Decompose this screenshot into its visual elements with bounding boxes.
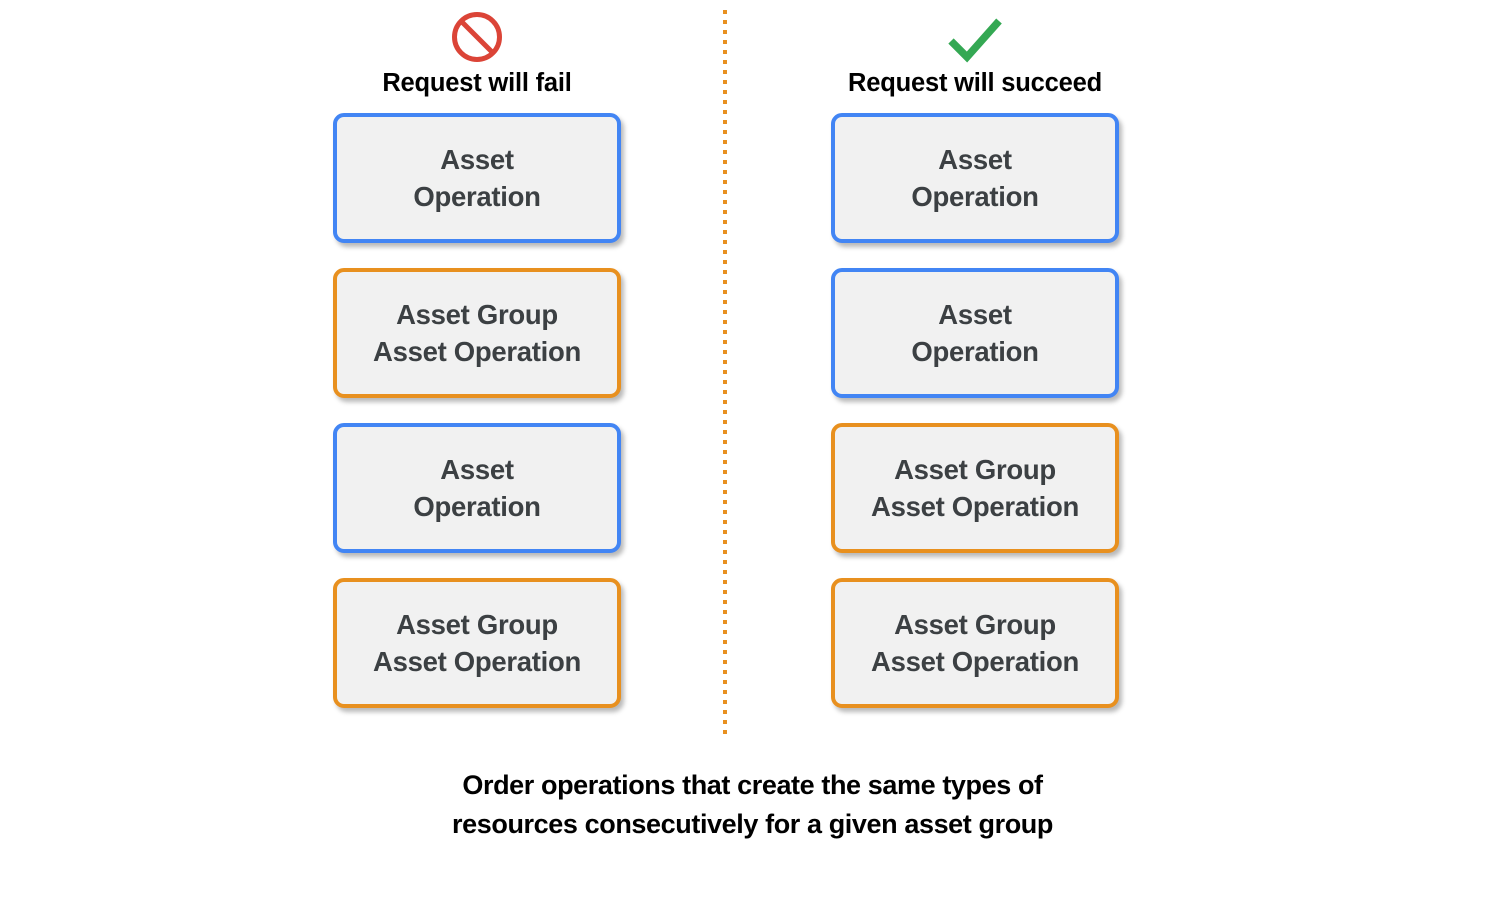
operation-card-label: Asset Group Asset Operation	[871, 609, 1079, 677]
column-fail-header: Request will fail	[293, 8, 661, 98]
checkmark-icon	[791, 8, 1159, 66]
operation-card: Asset Group Asset Operation	[831, 578, 1119, 708]
operation-card-label: Asset Group Asset Operation	[871, 454, 1079, 522]
operation-card: Asset Group Asset Operation	[333, 578, 621, 708]
column-succeed-header: Request will succeed	[791, 8, 1159, 98]
column-succeed-card-stack: Asset Operation Asset Operation Asset Gr…	[831, 113, 1119, 733]
operation-card: Asset Operation	[831, 113, 1119, 243]
operation-card-label: Asset Operation	[413, 454, 541, 522]
operation-card: Asset Operation	[333, 113, 621, 243]
column-fail-label: Request will fail	[382, 69, 572, 97]
operation-card: Asset Group Asset Operation	[333, 268, 621, 398]
column-divider	[723, 10, 727, 736]
operation-card-label: Asset Operation	[911, 144, 1039, 212]
operation-card-label: Asset Group Asset Operation	[373, 609, 581, 677]
operation-card-label: Asset Operation	[413, 144, 541, 212]
diagram-caption: Order operations that create the same ty…	[452, 770, 1053, 839]
operation-card: Asset Group Asset Operation	[831, 423, 1119, 553]
column-fail-card-stack: Asset Operation Asset Group Asset Operat…	[333, 113, 621, 733]
operation-card-label: Asset Operation	[911, 299, 1039, 367]
column-succeed-label: Request will succeed	[848, 69, 1102, 97]
operation-card: Asset Operation	[333, 423, 621, 553]
operation-card-label: Asset Group Asset Operation	[373, 299, 581, 367]
prohibition-icon	[293, 8, 661, 66]
operation-card: Asset Operation	[831, 268, 1119, 398]
